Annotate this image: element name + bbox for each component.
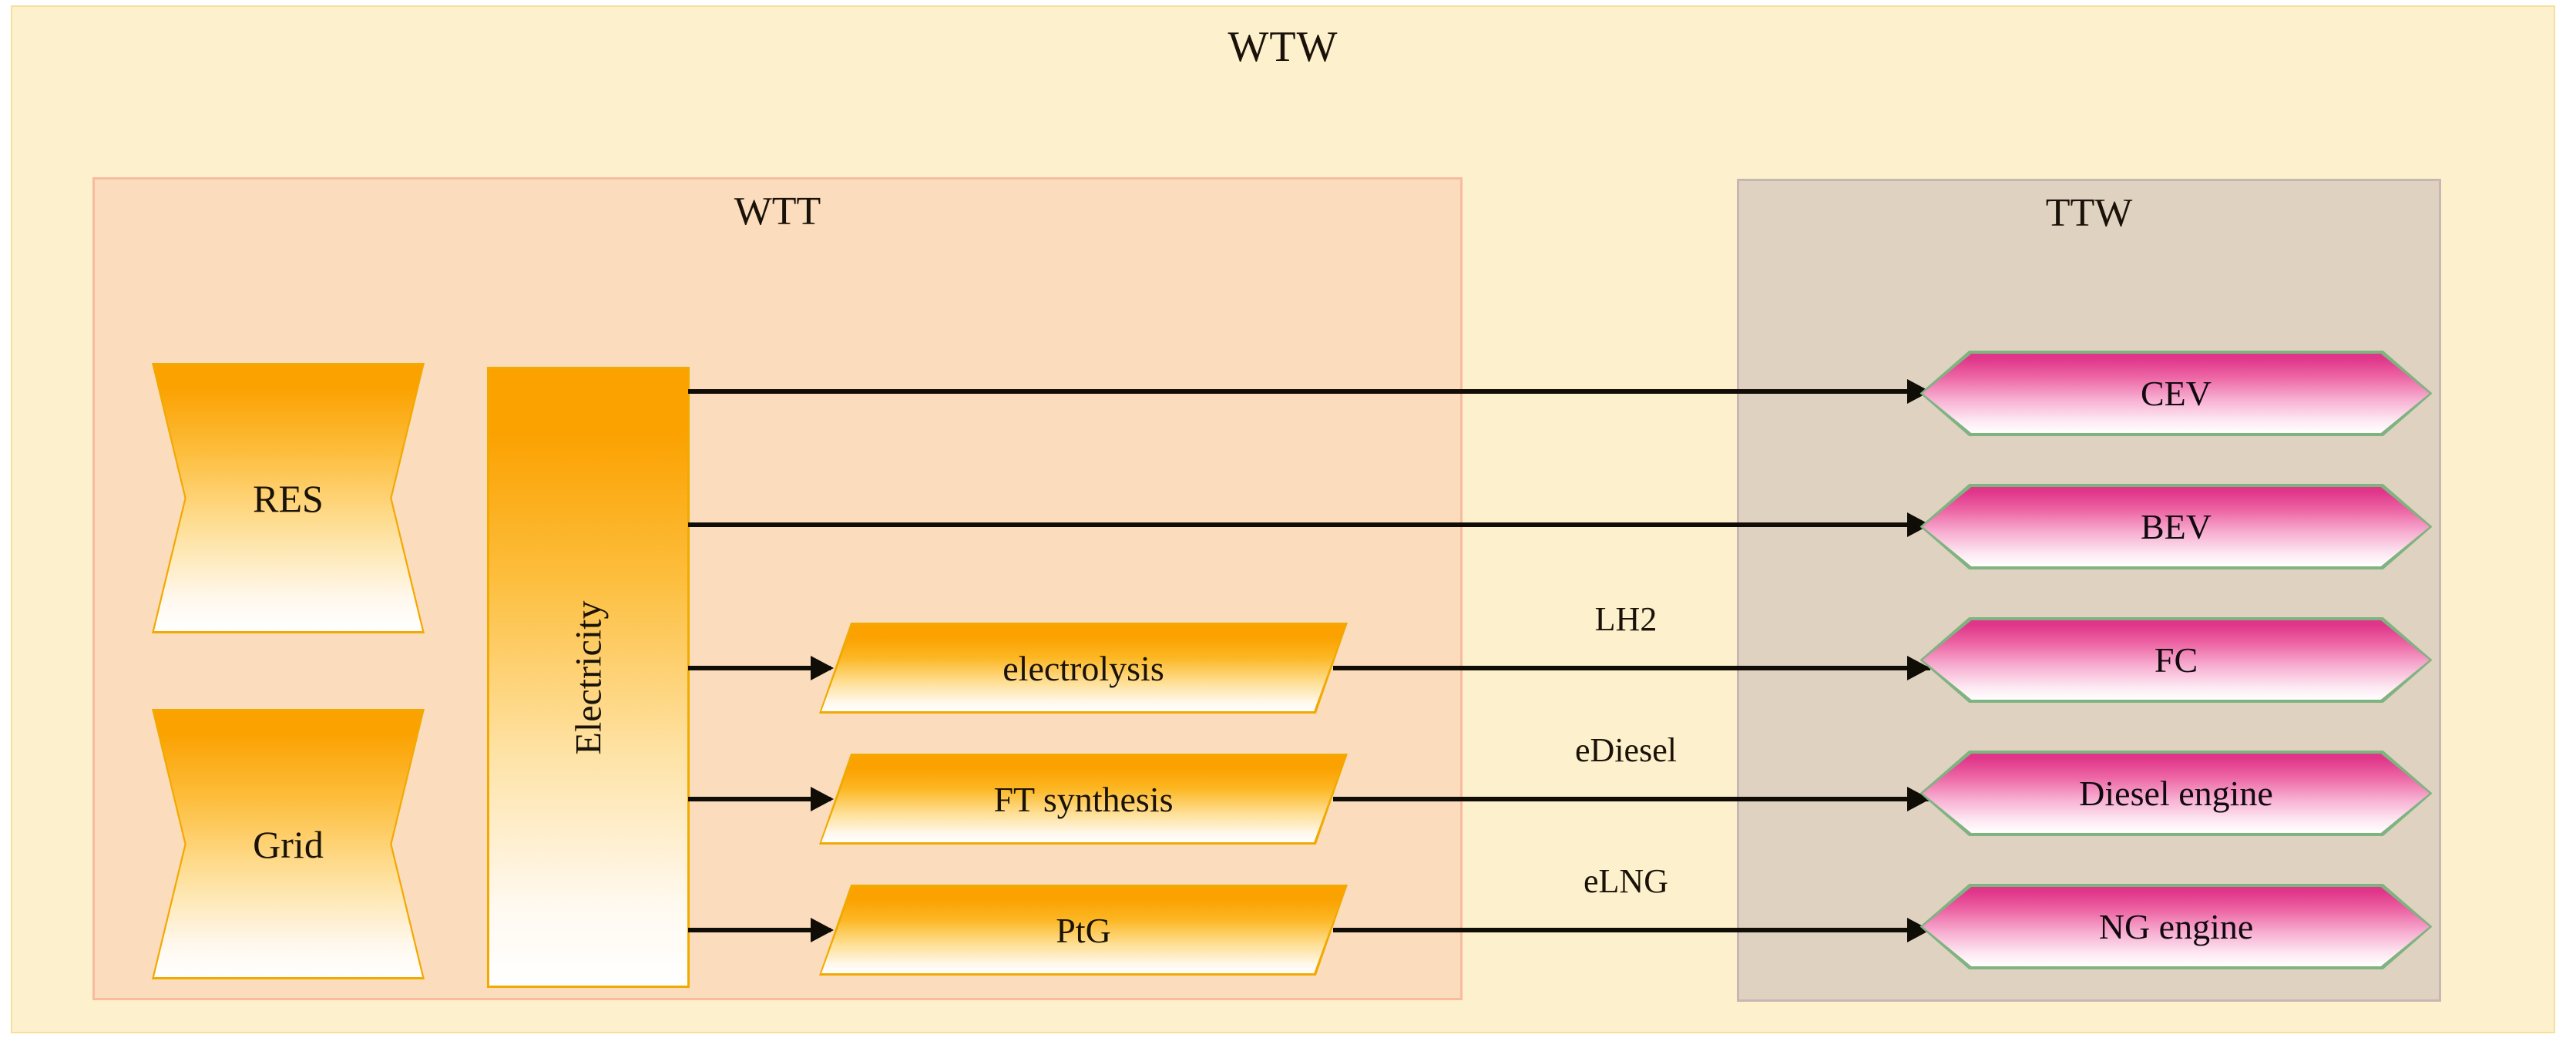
ft-synthesis-node-label: FT synthesis [993,779,1174,819]
carrier-label-elng: eLNG [1584,862,1668,900]
res-node[interactable]: RES [154,365,422,631]
electrolysis-node[interactable]: electrolysis [821,625,1345,711]
electricity-node[interactable]: Electricity [487,367,690,988]
electrolysis-node-label: electrolysis [1003,648,1164,688]
ttw-panel-title: TTW [2045,191,2133,235]
connector-electricity-to-ptg [688,928,831,932]
bev-node[interactable]: BEV [1923,487,2430,566]
res-node-label: RES [253,476,324,520]
diesel-engine-node[interactable]: Diesel engine [1923,754,2430,833]
cev-node[interactable]: CEV [1923,354,2430,433]
connector-electricity-to-cev [688,389,1930,394]
wtw-panel-title: WTW [1228,23,1338,71]
ng-engine-node-label: NG engine [2098,907,2254,946]
connector-electricity-to-bev [688,522,1930,527]
fc-node-label: FC [2154,640,2198,680]
connector-electrolysis-to-fc [1333,666,1930,670]
fc-node[interactable]: FC [1923,620,2430,700]
arrowhead-ft-synthesis [811,787,834,811]
grid-node[interactable]: Grid [154,711,422,977]
cev-node-label: CEV [2141,374,2212,413]
carrier-label-ediesel: eDiesel [1575,731,1677,769]
ft-synthesis-node[interactable]: FT synthesis [821,756,1345,842]
electricity-node-label: Electricity [568,600,609,754]
ng-engine-node[interactable]: NG engine [1923,887,2430,966]
ttw-panel: TTW [1737,179,2441,1002]
connector-ptg-to-ng-engine [1333,928,1930,932]
bev-node-label: BEV [2141,507,2212,546]
connector-electricity-to-ft-synthesis [688,797,831,801]
wtt-panel-title: WTT [734,190,821,233]
arrowhead-electrolysis [811,656,834,680]
carrier-label-lh2: LH2 [1594,600,1657,638]
grid-node-label: Grid [253,822,324,866]
arrowhead-ptg [811,918,834,942]
connector-ft-synthesis-to-diesel-engine [1333,797,1930,801]
diesel-engine-node-label: Diesel engine [2079,774,2273,813]
connector-electricity-to-electrolysis [688,666,831,670]
ptg-node-label: PtG [1056,910,1111,950]
ptg-node[interactable]: PtG [821,887,1345,973]
